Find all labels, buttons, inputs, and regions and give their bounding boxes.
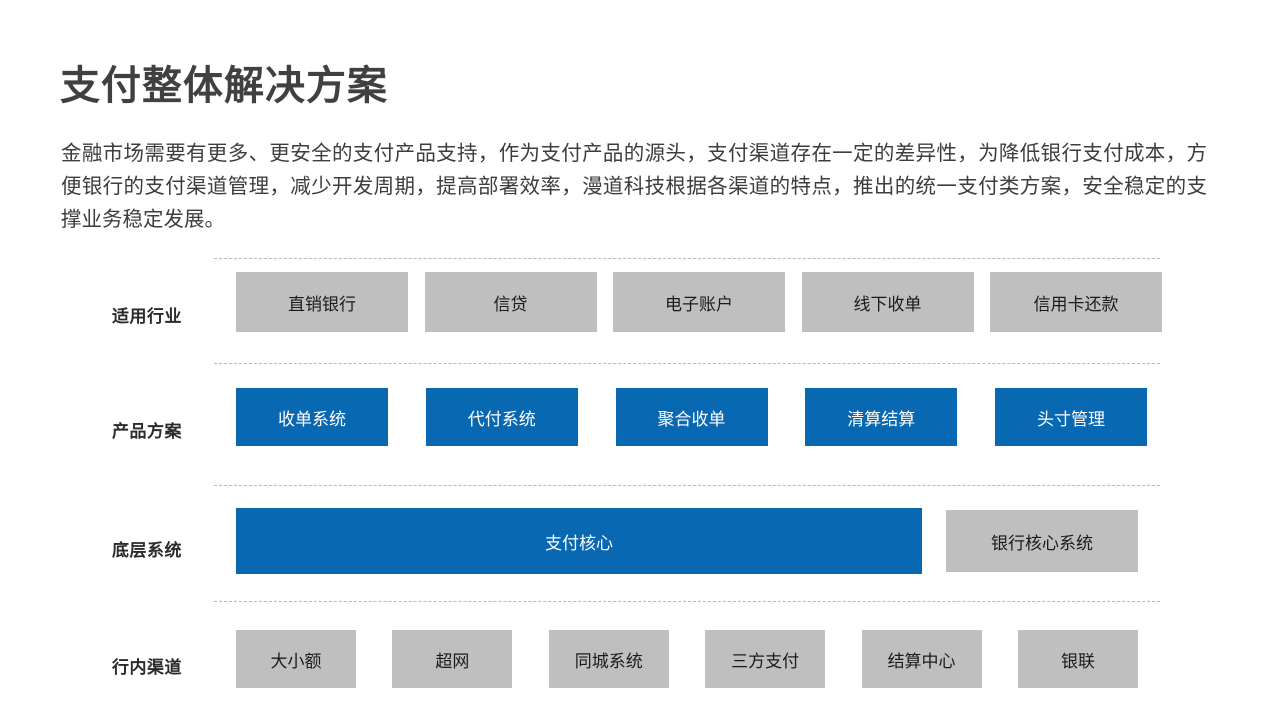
box-product-payout-system[interactable]: 代付系统 (425, 388, 578, 446)
box-channel-large-small-amount[interactable]: 大小额 (236, 630, 356, 688)
box-product-aggregated-acquiring[interactable]: 聚合收单 (615, 388, 768, 446)
row-industries: 直销银行 信贷 电子账户 线下收单 信用卡还款 (236, 272, 1162, 332)
box-industry-e-account[interactable]: 电子账户 (613, 272, 785, 332)
box-channel-settlement-center[interactable]: 结算中心 (861, 630, 982, 688)
row-product-solutions: 收单系统 代付系统 聚合收单 清算结算 头寸管理 (236, 388, 1147, 446)
box-system-payment-core[interactable]: 支付核心 (236, 508, 922, 574)
intro-paragraph: 金融市场需要有更多、更安全的支付产品支持，作为支付产品的源头，支付渠道存在一定的… (61, 141, 1207, 231)
row-label-underlying-systems: 底层系统 (112, 541, 182, 560)
row-internal-channels: 大小额 超网 同城系统 三方支付 结算中心 银联 (236, 630, 1138, 688)
box-industry-direct-bank[interactable]: 直销银行 (236, 272, 408, 332)
box-channel-supernet[interactable]: 超网 (392, 630, 513, 688)
solution-architecture-diagram: 适用行业 产品方案 底层系统 行内渠道 直销银行 信贷 电子账户 线下收单 信用… (0, 240, 1280, 720)
row-label-industries: 适用行业 (112, 307, 182, 326)
box-product-clearing-settlement[interactable]: 清算结算 (805, 388, 958, 446)
box-product-position-management[interactable]: 头寸管理 (995, 388, 1147, 446)
row-label-internal-channels: 行内渠道 (112, 658, 182, 677)
divider-line-1 (214, 258, 1160, 259)
box-product-acquiring-system[interactable]: 收单系统 (236, 388, 388, 446)
box-channel-local-city-system[interactable]: 同城系统 (548, 630, 669, 688)
box-channel-unionpay[interactable]: 银联 (1017, 630, 1138, 688)
box-channel-third-party-payment[interactable]: 三方支付 (705, 630, 826, 688)
divider-line-4 (214, 601, 1160, 602)
box-system-bank-core[interactable]: 银行核心系统 (946, 510, 1138, 572)
box-industry-offline-acquiring[interactable]: 线下收单 (801, 272, 974, 332)
divider-line-2 (214, 363, 1160, 364)
divider-line-3 (214, 485, 1160, 486)
box-industry-credit-card-repayment[interactable]: 信用卡还款 (990, 272, 1162, 332)
box-industry-credit[interactable]: 信贷 (424, 272, 597, 332)
row-label-product-solutions: 产品方案 (112, 422, 182, 441)
row-underlying-systems: 支付核心 银行核心系统 (236, 508, 1138, 574)
page-title: 支付整体解决方案 (60, 63, 388, 108)
